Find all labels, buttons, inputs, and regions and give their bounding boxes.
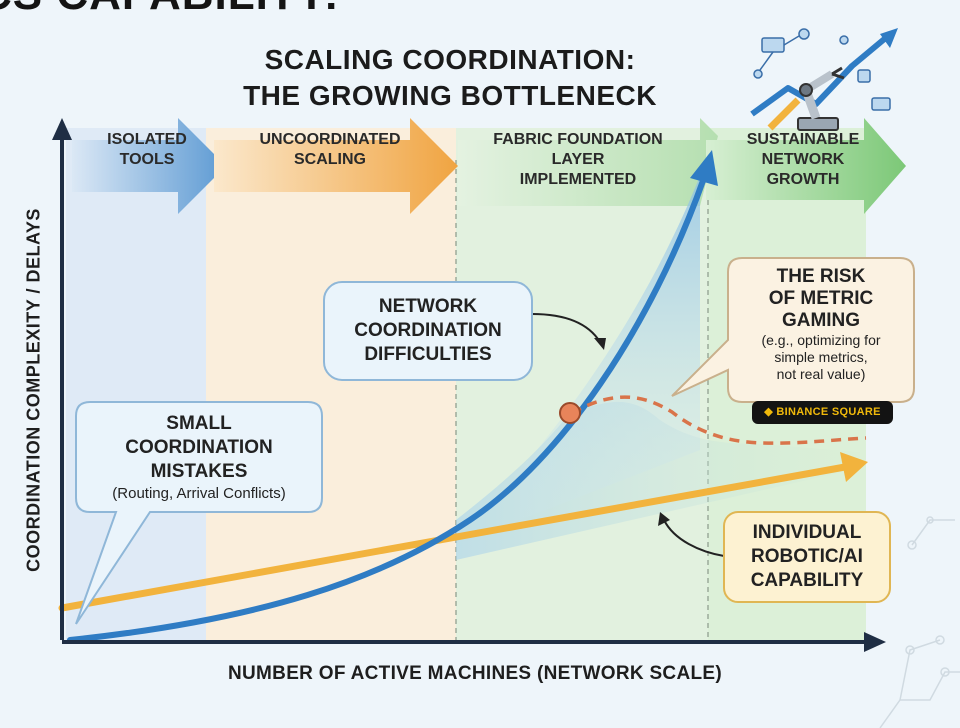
callout-individual-line3: CAPABILITY	[750, 570, 864, 591]
callout-individual-box	[723, 511, 891, 603]
phase-sustainable-line3: GROWTH	[766, 171, 840, 188]
phase-isolated-line1: ISOLATED	[107, 131, 187, 148]
callout-risk-line2: OF METRIC	[768, 288, 874, 309]
callout-risk: THE RISK OF METRIC GAMING (e.g., optimiz…	[730, 266, 912, 383]
phase-arrow-isolated	[72, 118, 226, 214]
phase-arrow-sustainable	[706, 118, 906, 214]
y-axis-label: COORDINATION COMPLEXITY / DELAYS	[23, 208, 44, 572]
metric-gaming-curve	[571, 395, 867, 445]
network-pointer-arrowhead	[594, 338, 606, 350]
phase-uncoordinated-line2: SCALING	[294, 151, 366, 168]
callout-risk-sub2: simple metrics,	[774, 349, 868, 365]
divergence-point	[559, 402, 581, 424]
binance-logo-icon: ◆	[764, 406, 777, 418]
callout-small-line1: SMALL	[166, 413, 232, 434]
phase-sustainable-line1: SUSTAINABLE	[746, 131, 860, 148]
callout-network: NETWORK COORDINATION DIFFICULTIES	[326, 295, 530, 367]
phase-fabric-line1: FABRIC FOUNDATION	[493, 131, 663, 148]
callout-risk-line1: THE RISK	[776, 266, 866, 287]
binance-square-badge[interactable]: ◆ BINANCE SQUARE	[752, 401, 893, 424]
capability-pointer-arrow	[663, 519, 725, 557]
callout-small-line2: COORDINATION	[125, 437, 273, 458]
callout-small: SMALL COORDINATION MISTAKES (Routing, Ar…	[78, 412, 320, 503]
title-line-2: THE GROWING BOTTLENECK	[243, 80, 657, 111]
title-line-1: SCALING COORDINATION:	[264, 44, 636, 75]
network-nodes-icon	[879, 516, 960, 728]
callout-risk-sub3: not real value)	[776, 366, 866, 382]
phase-isolated-label: ISOLATED TOOLS	[72, 130, 222, 170]
x-axis-arrowhead	[864, 632, 886, 652]
network-pointer-arrow	[531, 313, 601, 343]
chart-title: SCALING COORDINATION: THE GROWING BOTTLE…	[190, 42, 710, 114]
growth-arrow-icon	[750, 28, 898, 117]
phase-isolated-line2: TOOLS	[119, 151, 175, 168]
callout-network-line1: NETWORK	[378, 296, 478, 317]
x-axis-label: NUMBER OF ACTIVE MACHINES (NETWORK SCALE…	[228, 663, 722, 684]
callout-individual: INDIVIDUAL ROBOTIC/AI CAPABILITY	[726, 521, 888, 593]
coordination-curve	[67, 175, 707, 643]
capability-line	[58, 463, 849, 612]
phase-uncoordinated-line1: UNCOORDINATED	[259, 131, 401, 148]
callout-small-box	[75, 401, 323, 625]
callout-risk-sub1: (e.g., optimizing for	[761, 332, 881, 348]
badge-text: BINANCE SQUARE	[776, 406, 881, 418]
phase-sustainable-line2: NETWORK	[761, 151, 845, 168]
callout-risk-box	[671, 257, 915, 403]
robot-arm-icon	[767, 66, 845, 131]
capability-arrowhead	[840, 452, 868, 482]
callout-individual-line1: INDIVIDUAL	[752, 522, 862, 543]
phase-sustainable-label: SUSTAINABLE NETWORK GROWTH	[714, 130, 892, 190]
band-isolated	[66, 128, 206, 644]
phase-fabric-line2: LAYER	[551, 151, 605, 168]
callout-network-line3: DIFFICULTIES	[364, 344, 492, 365]
phase-arrow-uncoordinated	[214, 118, 458, 214]
y-axis-arrowhead	[52, 118, 72, 140]
phase-fabric-label: FABRIC FOUNDATION LAYER IMPLEMENTED	[468, 130, 688, 190]
callout-small-line3: MISTAKES	[150, 461, 248, 482]
phase-uncoordinated-label: UNCOORDINATED SCALING	[230, 130, 430, 170]
coordination-arrowhead	[690, 150, 718, 186]
callout-network-line2: COORDINATION	[354, 320, 502, 341]
callout-individual-line2: ROBOTIC/AI	[751, 546, 863, 567]
network-nodes-icon	[753, 28, 891, 111]
callout-risk-line3: GAMING	[781, 310, 861, 331]
phase-arrow-fabric	[458, 118, 718, 206]
callout-small-sub: (Routing, Arrival Conflicts)	[112, 485, 286, 502]
robot-growth-illustration	[750, 28, 898, 131]
cropped-heading: CS CAPABILITY:	[0, 0, 339, 20]
capability-pointer-arrowhead	[658, 512, 670, 526]
callout-network-box	[323, 281, 533, 381]
phase-fabric-line3: IMPLEMENTED	[519, 171, 637, 188]
